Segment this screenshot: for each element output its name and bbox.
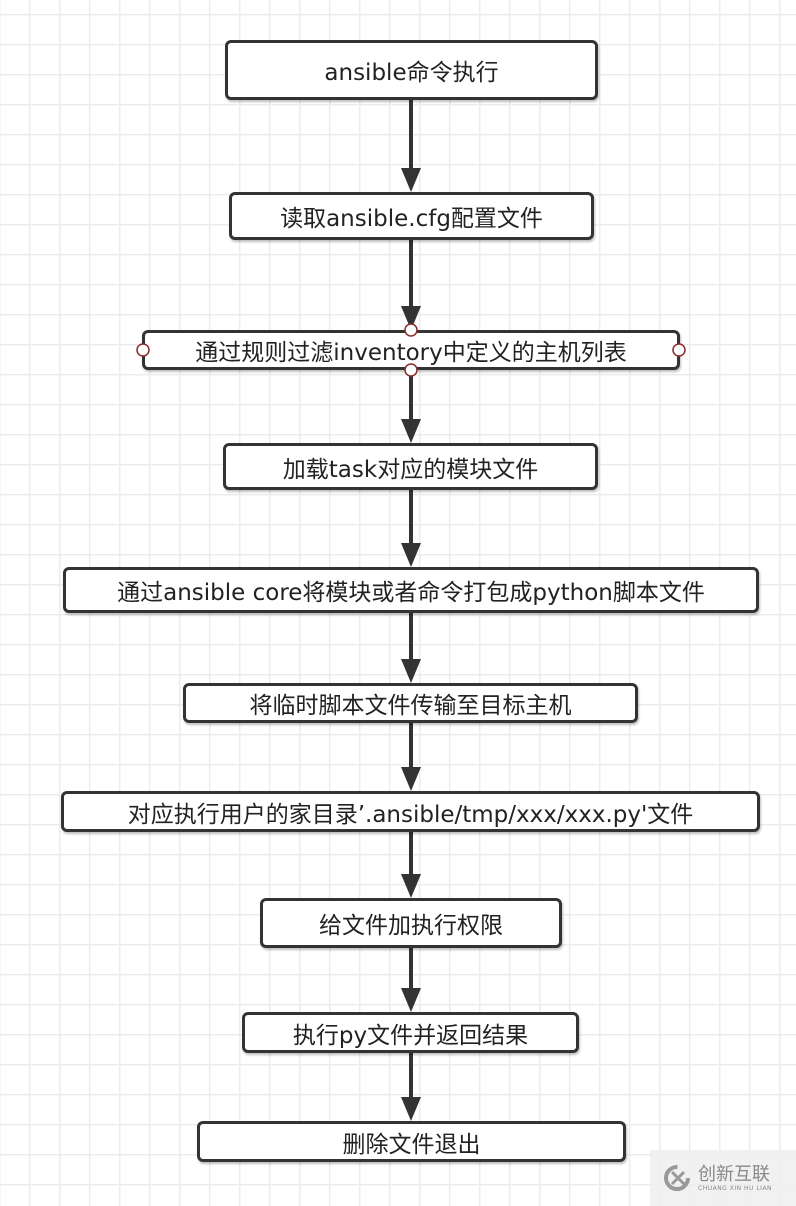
- arrowhead: [401, 767, 421, 791]
- node-execute-py[interactable]: 执行py文件并返回结果: [242, 1012, 579, 1053]
- arrowhead: [401, 543, 421, 567]
- arrowhead: [401, 659, 421, 683]
- connection-handle-right[interactable]: [672, 343, 686, 357]
- node-label: 通过ansible core将模块或者命令打包成python脚本文件: [117, 580, 705, 606]
- arrowhead: [401, 168, 421, 192]
- node-load-module[interactable]: 加载task对应的模块文件: [223, 443, 598, 490]
- node-transfer-script[interactable]: 将临时脚本文件传输至目标主机: [183, 683, 638, 723]
- node-label: 对应执行用户的家目录’.ansible/tmp/xxx/xxx.py'文件: [127, 801, 694, 828]
- logo-icon: [664, 1165, 690, 1191]
- arrowhead: [401, 419, 421, 443]
- node-label: ansible命令执行: [324, 60, 499, 86]
- connection-handle-left[interactable]: [136, 343, 150, 357]
- node-delete-exit[interactable]: 删除文件退出: [197, 1121, 626, 1162]
- arrowhead: [401, 874, 421, 898]
- node-label: 通过规则过滤inventory中定义的主机列表: [195, 340, 627, 366]
- node-label: 执行py文件并返回结果: [292, 1022, 529, 1049]
- watermark-sub: CHUANG XIN HU LIAN: [698, 1184, 773, 1192]
- node-label: 加载task对应的模块文件: [282, 456, 539, 483]
- node-chmod[interactable]: 给文件加执行权限: [260, 898, 562, 948]
- arrowhead: [401, 1097, 421, 1121]
- arrowhead: [401, 988, 421, 1012]
- node-ansible-command[interactable]: ansible命令执行: [225, 40, 598, 100]
- node-label: 给文件加执行权限: [319, 913, 503, 939]
- arrowhead: [401, 306, 421, 330]
- watermark-name: 创新互联: [698, 1163, 770, 1185]
- node-label: 将临时脚本文件传输至目标主机: [249, 693, 572, 719]
- connection-handle-bottom[interactable]: [404, 363, 418, 377]
- connection-handle-top[interactable]: [404, 323, 418, 337]
- node-read-config[interactable]: 读取ansible.cfg配置文件: [229, 192, 594, 240]
- node-package-script[interactable]: 通过ansible core将模块或者命令打包成python脚本文件: [63, 567, 759, 613]
- node-home-dir-file[interactable]: 对应执行用户的家目录’.ansible/tmp/xxx/xxx.py'文件: [61, 791, 760, 832]
- node-label: 读取ansible.cfg配置文件: [280, 206, 543, 232]
- node-label: 删除文件退出: [342, 1131, 481, 1158]
